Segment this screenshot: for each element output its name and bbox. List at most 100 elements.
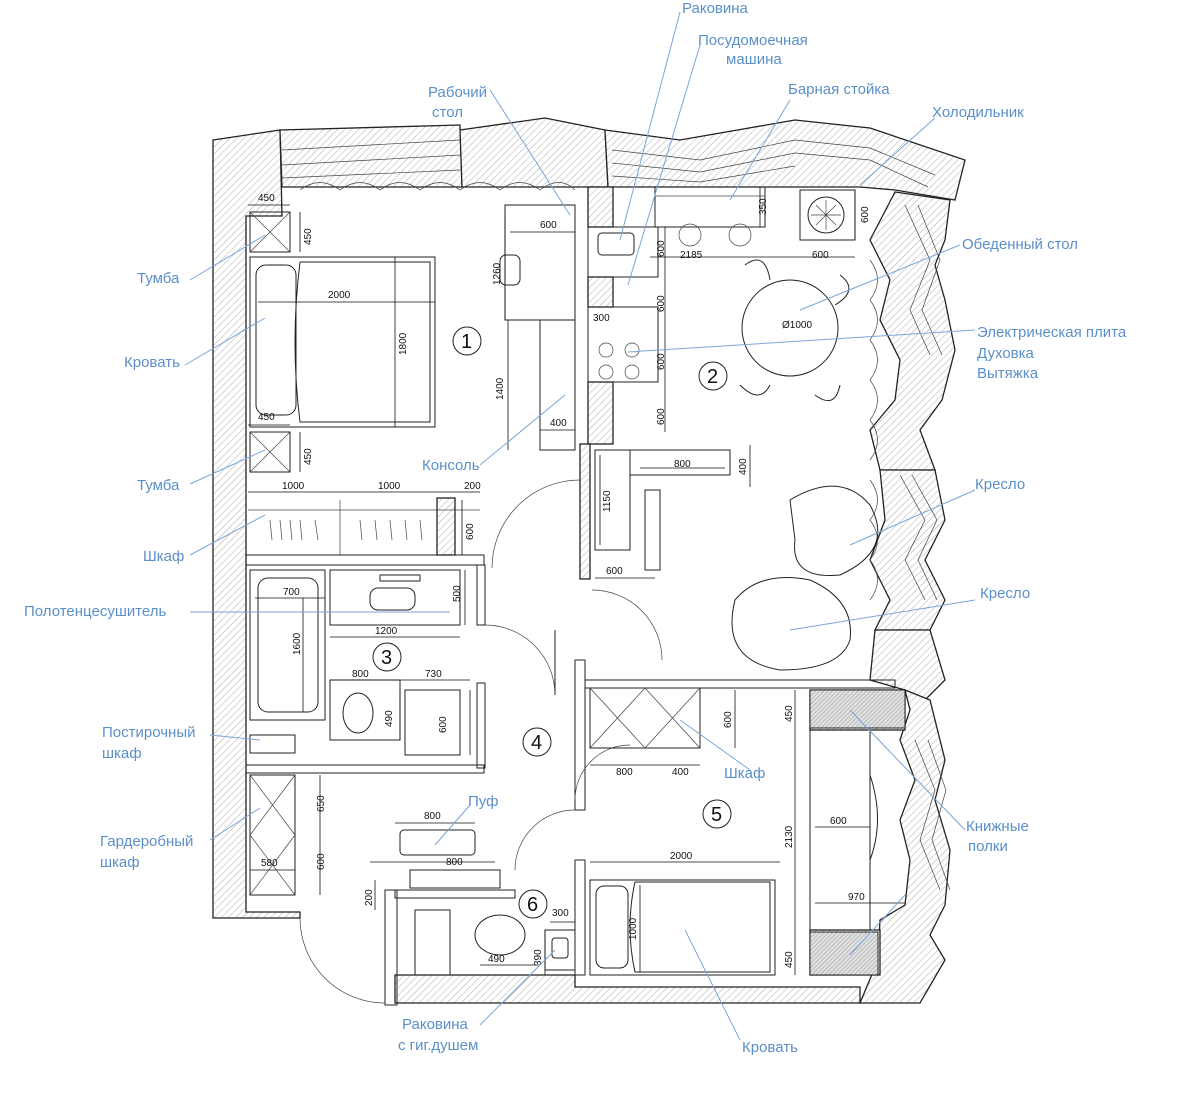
dim-tv-depth: 600: [606, 566, 623, 577]
dim-shelf-top: 450: [784, 705, 795, 722]
interior-walls: [245, 186, 896, 1006]
label-desk-1: Рабочий: [428, 84, 487, 101]
dim-cupboard-w: 800: [616, 767, 633, 778]
dim-kitchen-run: 2185: [680, 250, 703, 261]
dim-table-diameter: Ø1000: [782, 320, 812, 331]
dim-shelf-depth: 600: [830, 816, 847, 827]
room-number-5: 5: [711, 804, 722, 826]
label-stove-1: Электрическая плита: [977, 324, 1127, 341]
label-hall-wardrobe-2: шкаф: [100, 854, 140, 871]
dim-nightstand2-w: 450: [258, 412, 275, 423]
label-wardrobe: Шкаф: [143, 548, 184, 565]
dim-cupboard-w2: 400: [672, 767, 689, 778]
label-nightstand-bottom: Тумба: [137, 477, 180, 494]
label-cupboard-5: Шкаф: [724, 765, 765, 782]
living-room-2-furniture: [587, 186, 879, 671]
dim-console-d: 400: [550, 418, 567, 429]
dim-shoe-w: 800: [446, 857, 463, 868]
label-dishwasher-2: машина: [726, 51, 782, 68]
dim-hall-wardrobe-2: 600: [316, 853, 327, 870]
dim-desk-w: 600: [540, 220, 557, 231]
label-dining-table: Обеденный стол: [962, 236, 1078, 253]
label-dishwasher-1: Посудомоечная: [698, 32, 808, 49]
label-nightstand-top: Тумба: [137, 270, 180, 287]
dim-bed-length: 2000: [328, 290, 351, 301]
label-hall-wardrobe-1: Гардеробный: [100, 833, 193, 850]
dim-wash-w: 730: [425, 669, 442, 680]
dim-kitchen-2: 600: [656, 295, 667, 312]
label-sink-bidet-2: с гиг.душем: [398, 1037, 478, 1054]
dim-shelf-w: 800: [674, 459, 691, 470]
label-bed-right: Кровать: [742, 1039, 798, 1056]
label-armchair-1: Кресло: [975, 476, 1025, 493]
room-number-1: 1: [461, 331, 472, 353]
label-bed-left: Кровать: [124, 354, 180, 371]
label-pouf: Пуф: [468, 793, 498, 810]
dim-nightstand2-h: 450: [303, 448, 314, 465]
dim-vanity-w: 1200: [375, 626, 398, 637]
dimension-labels: 450 450 2000 1800 450 450 1000 1000 200 …: [258, 193, 871, 968]
dim-wc-w: 800: [352, 669, 369, 680]
dim-wardrobe-b: 1000: [378, 481, 401, 492]
label-bookshelves-2: полки: [968, 838, 1008, 855]
dim-wash-d: 600: [438, 716, 449, 733]
label-console: Консоль: [422, 457, 480, 474]
dim-shelf-bottom-w: 970: [848, 892, 865, 903]
dim-shelf-d: 400: [738, 458, 749, 475]
room-number-3: 3: [381, 647, 392, 669]
dim-wall-300: 300: [593, 313, 610, 324]
dim-bed5-w: 1000: [628, 917, 639, 940]
bedroom-5-furniture: [589, 687, 906, 976]
dim-sink6-w: 300: [552, 908, 569, 919]
dim-wardrobe-depth: 600: [465, 523, 476, 540]
label-armchair-2: Кресло: [980, 585, 1030, 602]
hall-furniture: [249, 774, 576, 976]
label-stove-3: Вытяжка: [977, 365, 1039, 382]
dim-kitchen-3: 600: [656, 353, 667, 370]
dim-sink6-h: 390: [533, 949, 544, 966]
dim-bath-w: 700: [283, 587, 300, 598]
label-laundry-1: Постирочный: [102, 724, 196, 741]
room-numbers: 1 2 3 4 5 6: [372, 326, 732, 919]
label-towel-dryer: Полотенцесушитель: [24, 603, 167, 620]
label-bookshelves-1: Книжные: [966, 818, 1029, 835]
room-number-6: 6: [527, 894, 538, 916]
dim-hall-wardrobe-1: 650: [316, 795, 327, 812]
dim-wardrobe-c: 200: [464, 481, 481, 492]
label-laundry-2: шкаф: [102, 745, 142, 762]
dim-shoe-d: 200: [364, 889, 375, 906]
dim-kitchen-1: 600: [656, 240, 667, 257]
room-number-4: 4: [531, 732, 542, 754]
label-bar: Барная стойка: [788, 81, 890, 98]
bedroom-1-furniture: [248, 204, 576, 555]
leader-lines: [184, 11, 976, 1041]
dim-fridge-w: 600: [812, 250, 829, 261]
doors: [299, 479, 663, 1004]
dim-kitchen-4: 600: [656, 408, 667, 425]
dim-nightstand-h: 450: [303, 228, 314, 245]
dim-towel-h: 500: [452, 585, 463, 602]
room-number-2: 2: [707, 366, 718, 388]
dim-wardrobe-a: 1000: [282, 481, 305, 492]
dim-bath-l: 1600: [292, 632, 303, 655]
dim-bar-depth: 350: [758, 198, 769, 215]
dim-fridge-d: 600: [860, 206, 871, 223]
windows: [281, 139, 951, 891]
dimension-lines: [248, 187, 905, 975]
dim-console-l: 1400: [495, 377, 506, 400]
label-fridge: Холодильник: [932, 104, 1024, 121]
furniture-labels: Раковина Посудомоечная машина Барная сто…: [24, 0, 1127, 1056]
dim-pouf-w: 800: [424, 811, 441, 822]
dim-shelf-bottom: 450: [784, 951, 795, 968]
label-sink-bidet-1: Раковина: [402, 1016, 469, 1033]
dim-wall-5: 2130: [784, 825, 795, 848]
label-sink: Раковина: [682, 0, 749, 17]
dim-bed-width: 1800: [398, 332, 409, 355]
dim-hall-wardrobe-w: 580: [261, 858, 278, 869]
dim-bed5-l: 2000: [670, 851, 693, 862]
dim-desk-l: 1260: [492, 262, 503, 285]
dim-nightstand-w: 450: [258, 193, 275, 204]
label-stove-2: Духовка: [977, 345, 1035, 362]
dim-cupboard-d: 600: [723, 711, 734, 728]
